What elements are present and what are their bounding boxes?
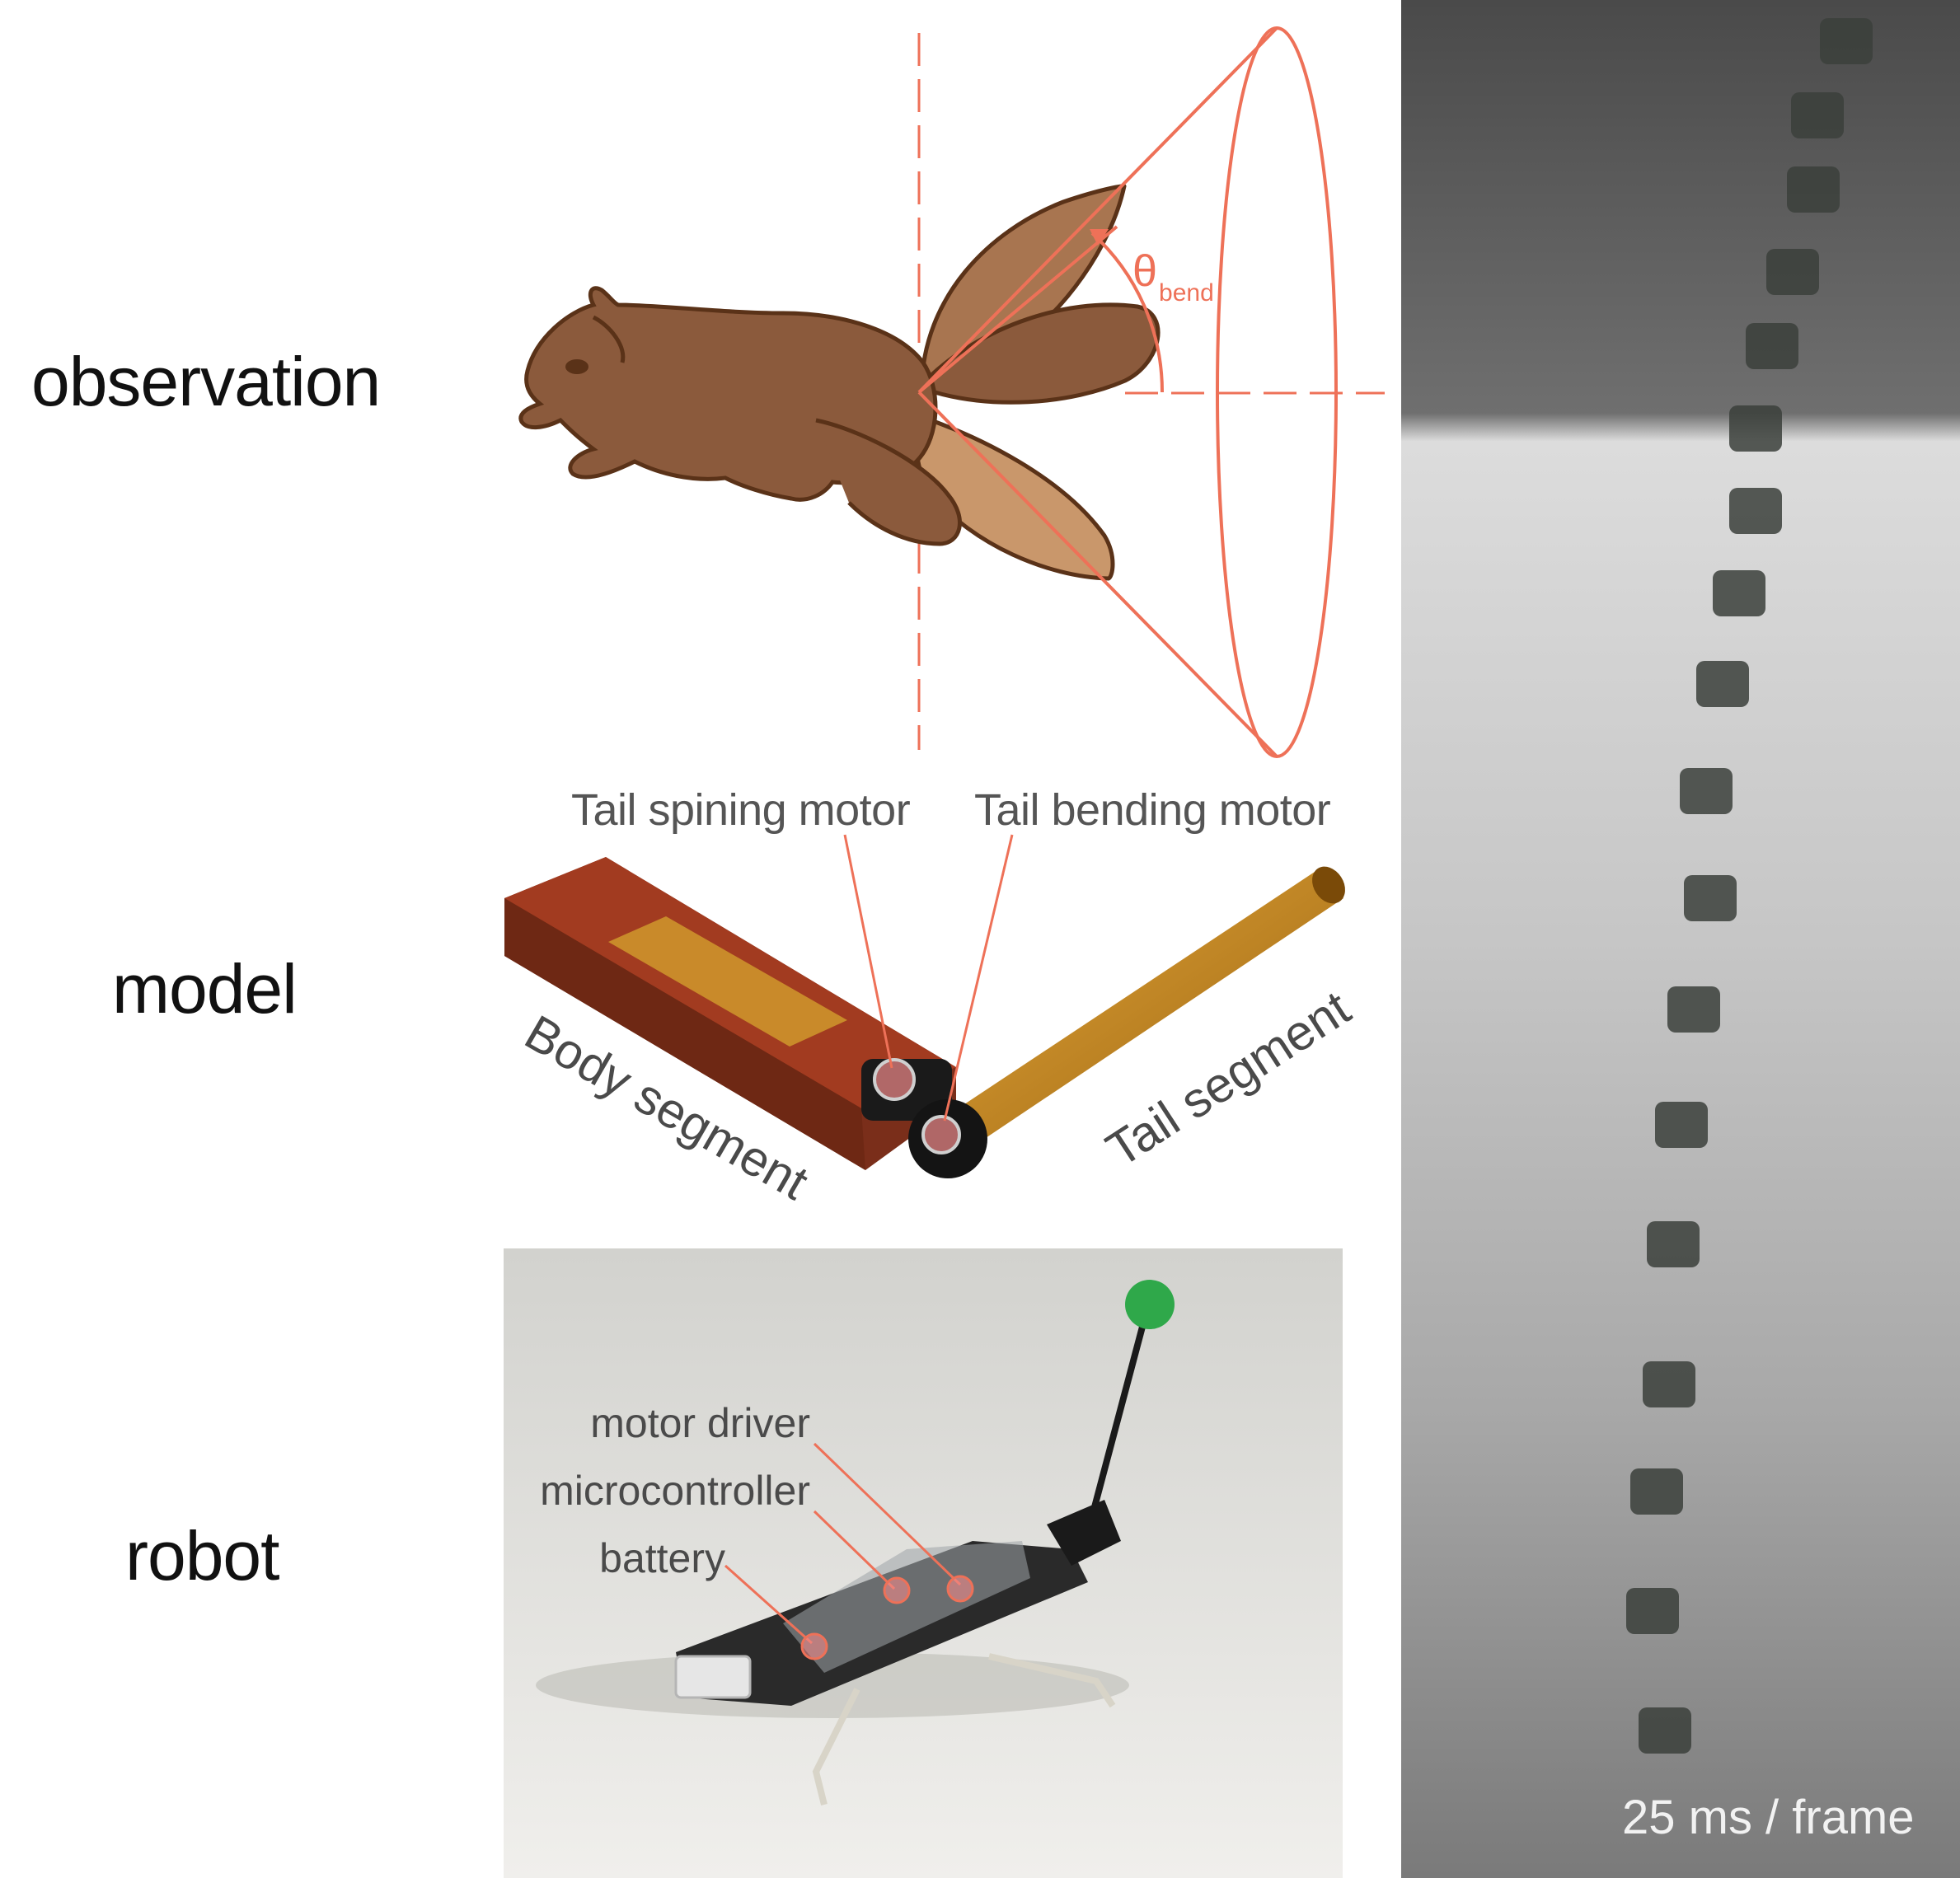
microcontroller-marker [883, 1576, 911, 1604]
spinning-motor-marker [873, 1058, 916, 1101]
robot-tail-ball [1125, 1280, 1175, 1329]
robot-frame-17 [1626, 1588, 1679, 1634]
callout-line-battery [724, 1564, 814, 1645]
robot-photo [504, 1248, 1343, 1878]
robot-frame-5 [1746, 323, 1798, 369]
robot-frames [1626, 18, 1873, 1754]
robot-frame-14 [1647, 1221, 1700, 1267]
model-illustration [504, 834, 1345, 1178]
robot-frame-12 [1667, 986, 1720, 1033]
battery-marker [800, 1632, 828, 1660]
robot-frame-4 [1766, 249, 1819, 295]
squirrel-hind-leg [815, 418, 962, 546]
robot-frame-8 [1713, 570, 1765, 616]
frame-rate-label: 25 ms / frame [1622, 1791, 1915, 1844]
robot-tail-rod [1089, 1313, 1149, 1518]
robot-frame-11 [1684, 875, 1737, 921]
squirrel-illustration [518, 26, 1385, 758]
callout-line-motor-driver [813, 1442, 962, 1586]
robot-frame-9 [1696, 661, 1749, 707]
callout-line-microcontroller [813, 1510, 896, 1590]
squirrel-ear-line [592, 315, 626, 363]
robot-leg-rear [988, 1653, 1116, 1708]
bend-angle-arc [1090, 232, 1165, 393]
robot-frame-3 [1787, 166, 1840, 213]
body-plate [608, 916, 847, 1047]
bend-angle-label: θbend [1132, 246, 1214, 307]
robot-frame-10 [1680, 768, 1733, 814]
robot-frame-6 [1729, 405, 1782, 452]
tail-middle [915, 302, 1161, 405]
motor-driver-marker [946, 1575, 974, 1603]
robot-connector [674, 1655, 752, 1699]
bend-vector-line [917, 225, 1118, 394]
falling-sequence-photo [1401, 0, 1960, 1878]
robot-frame-15 [1643, 1361, 1695, 1407]
battery-label: battery [599, 1535, 725, 1581]
robot-frame-13 [1655, 1102, 1708, 1148]
cone-line-top [917, 26, 1278, 394]
observation-label: observation [31, 343, 381, 420]
tail-bending-motor-label: Tail bending motor [974, 785, 1331, 835]
body-block-front [504, 898, 865, 1170]
robot-tail-joint [1047, 1500, 1121, 1566]
robot-leg-front [812, 1688, 860, 1805]
model-label: model [112, 950, 298, 1028]
robot-frame-1 [1820, 18, 1873, 64]
microcontroller-label: microcontroller [540, 1468, 810, 1514]
robot-frame-2 [1791, 92, 1844, 138]
robot-frame-16 [1630, 1468, 1683, 1515]
tail-rod-end [1312, 866, 1345, 904]
squirrel-eye [565, 359, 588, 374]
bending-motor-marker [921, 1115, 961, 1154]
motor-driver-label: motor driver [590, 1400, 810, 1446]
robot-frame-18 [1639, 1707, 1691, 1754]
robot-acrylic-plate [783, 1541, 1030, 1673]
sequence-background [1401, 0, 1960, 1878]
robot-frame-7 [1729, 488, 1782, 534]
arc-arrow-icon [1090, 229, 1109, 246]
tail-rod [940, 872, 1343, 1150]
callout-line-spinning [843, 834, 893, 1069]
tail-spinning-motor-label: Tail spining motor [571, 785, 911, 835]
cone-line-bottom [917, 391, 1278, 758]
robot-label: robot [125, 1517, 279, 1595]
callout-line-bending [943, 834, 1014, 1122]
